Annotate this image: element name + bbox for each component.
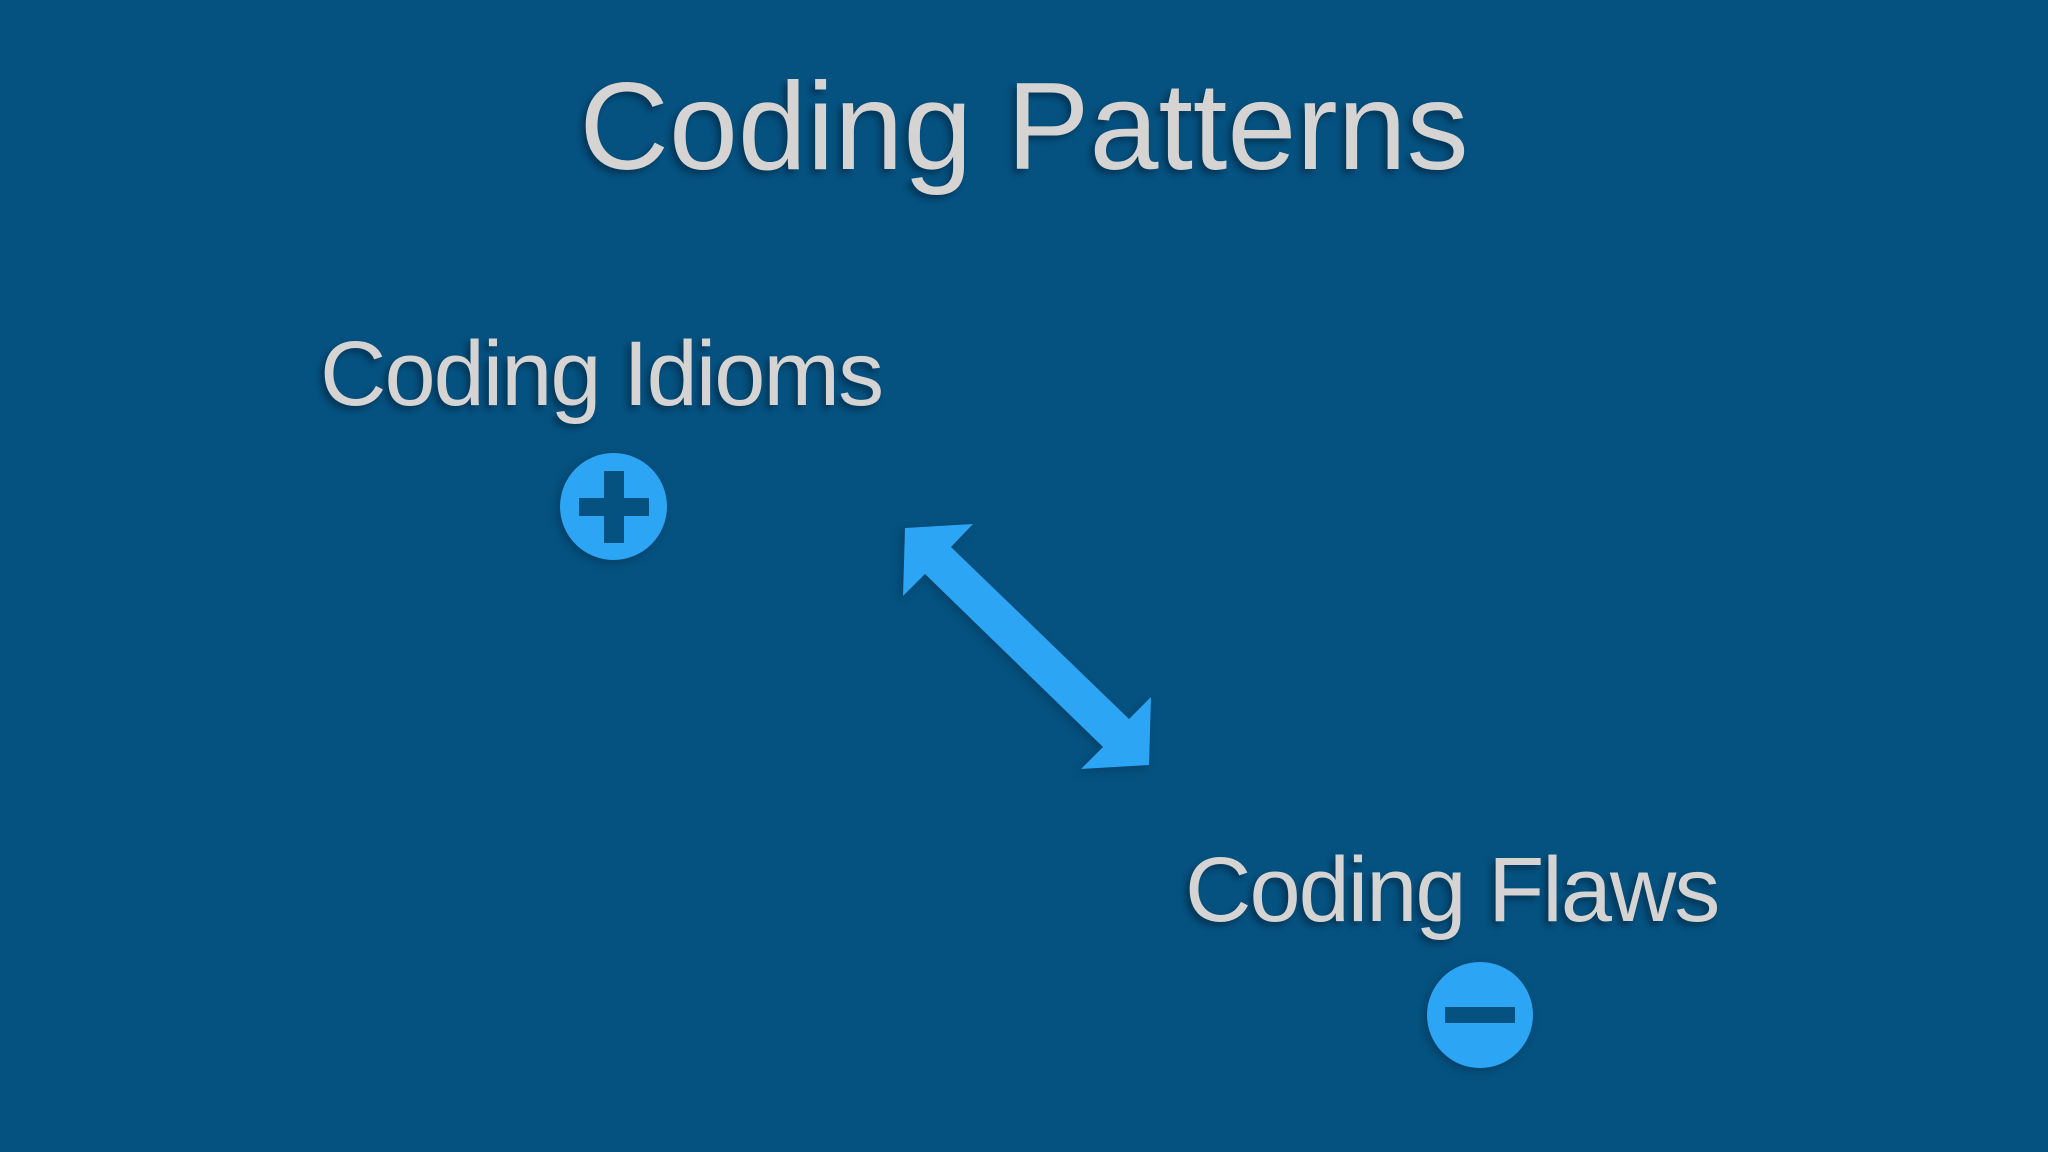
- slide-title: Coding Patterns: [579, 58, 1469, 196]
- node-coding-flaws-label: Coding Flaws: [1185, 839, 1720, 941]
- minus-glyph-bar: [1445, 1007, 1515, 1023]
- double-arrow-icon: [903, 524, 1151, 769]
- node-coding-idioms-label: Coding Idioms: [320, 323, 884, 425]
- plus-glyph-horizontal-bar: [578, 497, 649, 516]
- minus-circle-icon: [1427, 962, 1533, 1068]
- plus-circle-icon: [560, 453, 667, 560]
